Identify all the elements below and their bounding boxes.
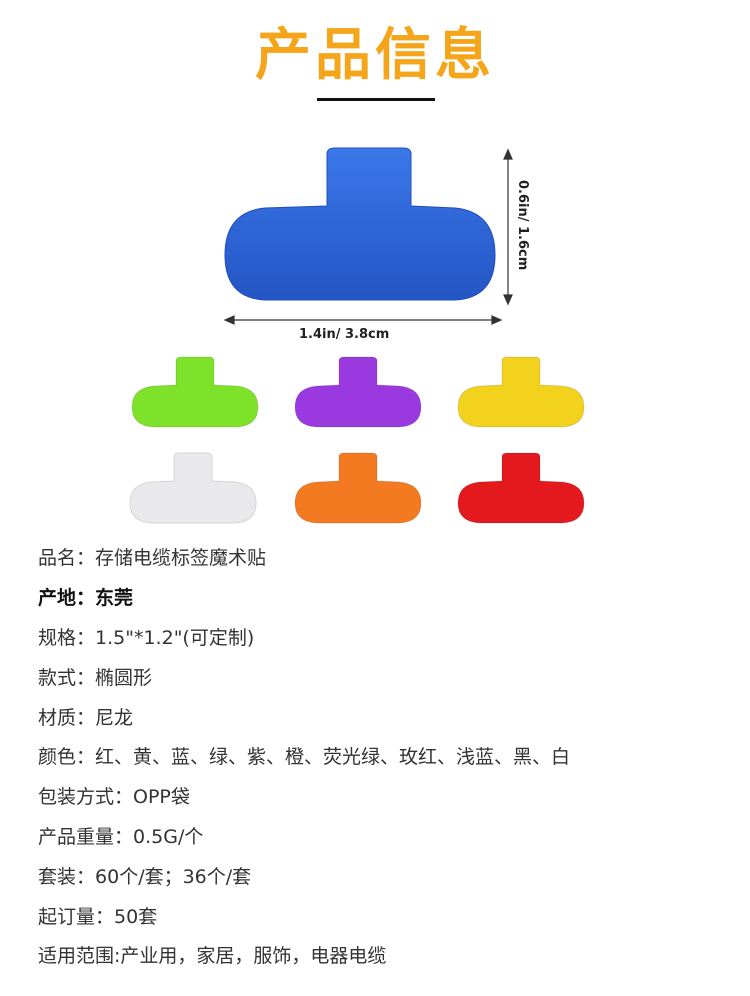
height-label: 0.6in/ 1.6cm bbox=[515, 180, 530, 270]
spec-value: 产业用，家居，服饰，电器电缆 bbox=[120, 945, 387, 968]
spec-label: 款式： bbox=[38, 666, 96, 689]
spec-label: 品名： bbox=[38, 547, 96, 570]
spec-label: 套装： bbox=[38, 865, 96, 888]
spec-weight: 产品重量：0.5G/个 bbox=[38, 816, 738, 856]
spec-label: 产地： bbox=[38, 587, 96, 610]
spec-label: 产品重量： bbox=[38, 825, 134, 848]
spec-value: 60个/套；36个/套 bbox=[95, 865, 252, 888]
spec-packaging: 包装方式：OPP袋 bbox=[38, 776, 738, 816]
purple-tag-swatch bbox=[294, 356, 422, 428]
spec-value: 0.5G/个 bbox=[133, 825, 204, 848]
spec-material: 材质：尼龙 bbox=[38, 696, 738, 736]
width-dimension-arrow bbox=[223, 315, 503, 325]
spec-label: 包装方式： bbox=[38, 786, 134, 809]
spec-value: 1.5"*1.2"(可定制) bbox=[95, 626, 255, 649]
spec-value: 红、黄、蓝、绿、紫、橙、荧光绿、玫红、浅蓝、黑、白 bbox=[95, 746, 571, 769]
page-title: 产品信息 bbox=[255, 23, 495, 88]
spec-application: 适用范围:产业用，家居，服饰，电器电缆 bbox=[38, 935, 738, 975]
spec-size: 规格：1.5"*1.2"(可定制) bbox=[38, 617, 738, 657]
yellow-tag-swatch bbox=[457, 356, 585, 428]
spec-value: 50套 bbox=[114, 905, 158, 928]
spec-moq: 起订量：50套 bbox=[38, 895, 738, 935]
spec-label: 材质： bbox=[38, 706, 96, 729]
spec-label: 颜色： bbox=[38, 746, 96, 769]
spec-value: 东莞 bbox=[95, 587, 134, 610]
spec-product-name: 品名：存储电缆标签魔术贴 bbox=[38, 537, 738, 577]
hero-product-image: 0.6in/ 1.6cm 1.4in/ 3.8cm bbox=[223, 147, 530, 340]
spec-label: 规格： bbox=[38, 626, 96, 649]
spec-list: 品名：存储电缆标签魔术贴 产地：东莞 规格：1.5"*1.2"(可定制) 款式：… bbox=[38, 537, 738, 975]
green-tag-swatch bbox=[131, 356, 259, 428]
spec-value: OPP袋 bbox=[133, 786, 190, 809]
spec-style: 款式：椭圆形 bbox=[38, 656, 738, 696]
red-tag-swatch bbox=[457, 452, 585, 524]
spec-label: 适用范围: bbox=[38, 945, 121, 968]
spec-colors: 颜色：红、黄、蓝、绿、紫、橙、荧光绿、玫红、浅蓝、黑、白 bbox=[38, 736, 738, 776]
spec-set: 套装：60个/套；36个/套 bbox=[38, 855, 738, 895]
width-label: 1.4in/ 3.8cm bbox=[299, 327, 389, 340]
title-underline bbox=[317, 98, 435, 101]
height-dimension-arrow bbox=[503, 148, 513, 306]
spec-value: 尼龙 bbox=[95, 706, 134, 729]
white-tag-swatch bbox=[129, 452, 257, 524]
orange-tag-swatch bbox=[294, 452, 422, 524]
spec-label: 起订量： bbox=[38, 905, 115, 928]
spec-value: 存储电缆标签魔术贴 bbox=[95, 547, 267, 570]
blue-tag-shape bbox=[224, 147, 496, 301]
spec-value: 椭圆形 bbox=[95, 666, 153, 689]
spec-origin: 产地：东莞 bbox=[38, 577, 738, 617]
